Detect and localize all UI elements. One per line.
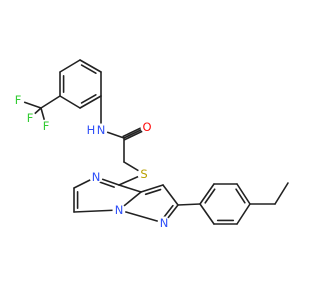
bond-p1-p2 [199, 183, 215, 205]
bond-c4-N_pyrazine-inner [97, 180, 115, 188]
bond-c3-c2 [162, 184, 179, 206]
atom-s-thioether: S [137, 167, 151, 181]
bond-p3-p4 [236, 183, 251, 205]
bond-a2-a3 [59, 59, 81, 73]
atom-label-s-thioether: S [140, 167, 147, 181]
atom-n-pyrazole: N [157, 216, 171, 230]
bond-c2-N_pyrazole-inner [162, 204, 174, 219]
atom-n-bridge: N [112, 203, 126, 217]
bonds [17, 59, 289, 225]
atom-label-n-amide: N [97, 123, 106, 137]
bond-N_pyrazole-N_bridge [118, 209, 165, 224]
bond-p3-p4-inner [235, 188, 246, 204]
bond-c3a-c3 [140, 184, 164, 193]
atom-label-f3: F [43, 119, 50, 133]
atom-o-carbonyl: O [140, 120, 154, 134]
bond-eth1-eth2 [274, 182, 289, 205]
atom-f2: F [23, 111, 37, 125]
bond-a1-cf3 [40, 95, 61, 109]
atom-label-n-bridge: N [115, 203, 124, 217]
atom-n-amide: N [94, 123, 108, 137]
bond-p4-p5 [236, 203, 251, 225]
bond-a5-a6 [79, 95, 102, 109]
bond-a3-a4 [79, 59, 102, 73]
bond-c7-N_bridge [73, 209, 120, 213]
bond-c3a-c4 [118, 184, 142, 193]
atom-label-n-pyrazole: N [160, 216, 169, 230]
atom-n-pyrazine: N [89, 170, 103, 184]
bond-a5-a6-inner [80, 93, 97, 104]
atom-label-f1: F [15, 93, 22, 107]
bond-c3a-c3-inner [144, 188, 162, 196]
bond-p6-p1 [199, 203, 215, 225]
atom-f3: F [39, 119, 53, 133]
atom-f1: F [11, 93, 25, 107]
bond-c2-p1 [177, 203, 201, 206]
bond-p1-p2-inner [204, 188, 216, 204]
atom-label-o-carbonyl: O [142, 120, 151, 134]
atom-label-h-amide: H [87, 123, 96, 137]
atom-label-f2: F [27, 111, 34, 125]
atom-label-n-pyrazine: N [92, 170, 101, 184]
bond-a3-a4-inner [80, 64, 97, 75]
bond-a6-a1 [59, 95, 81, 109]
